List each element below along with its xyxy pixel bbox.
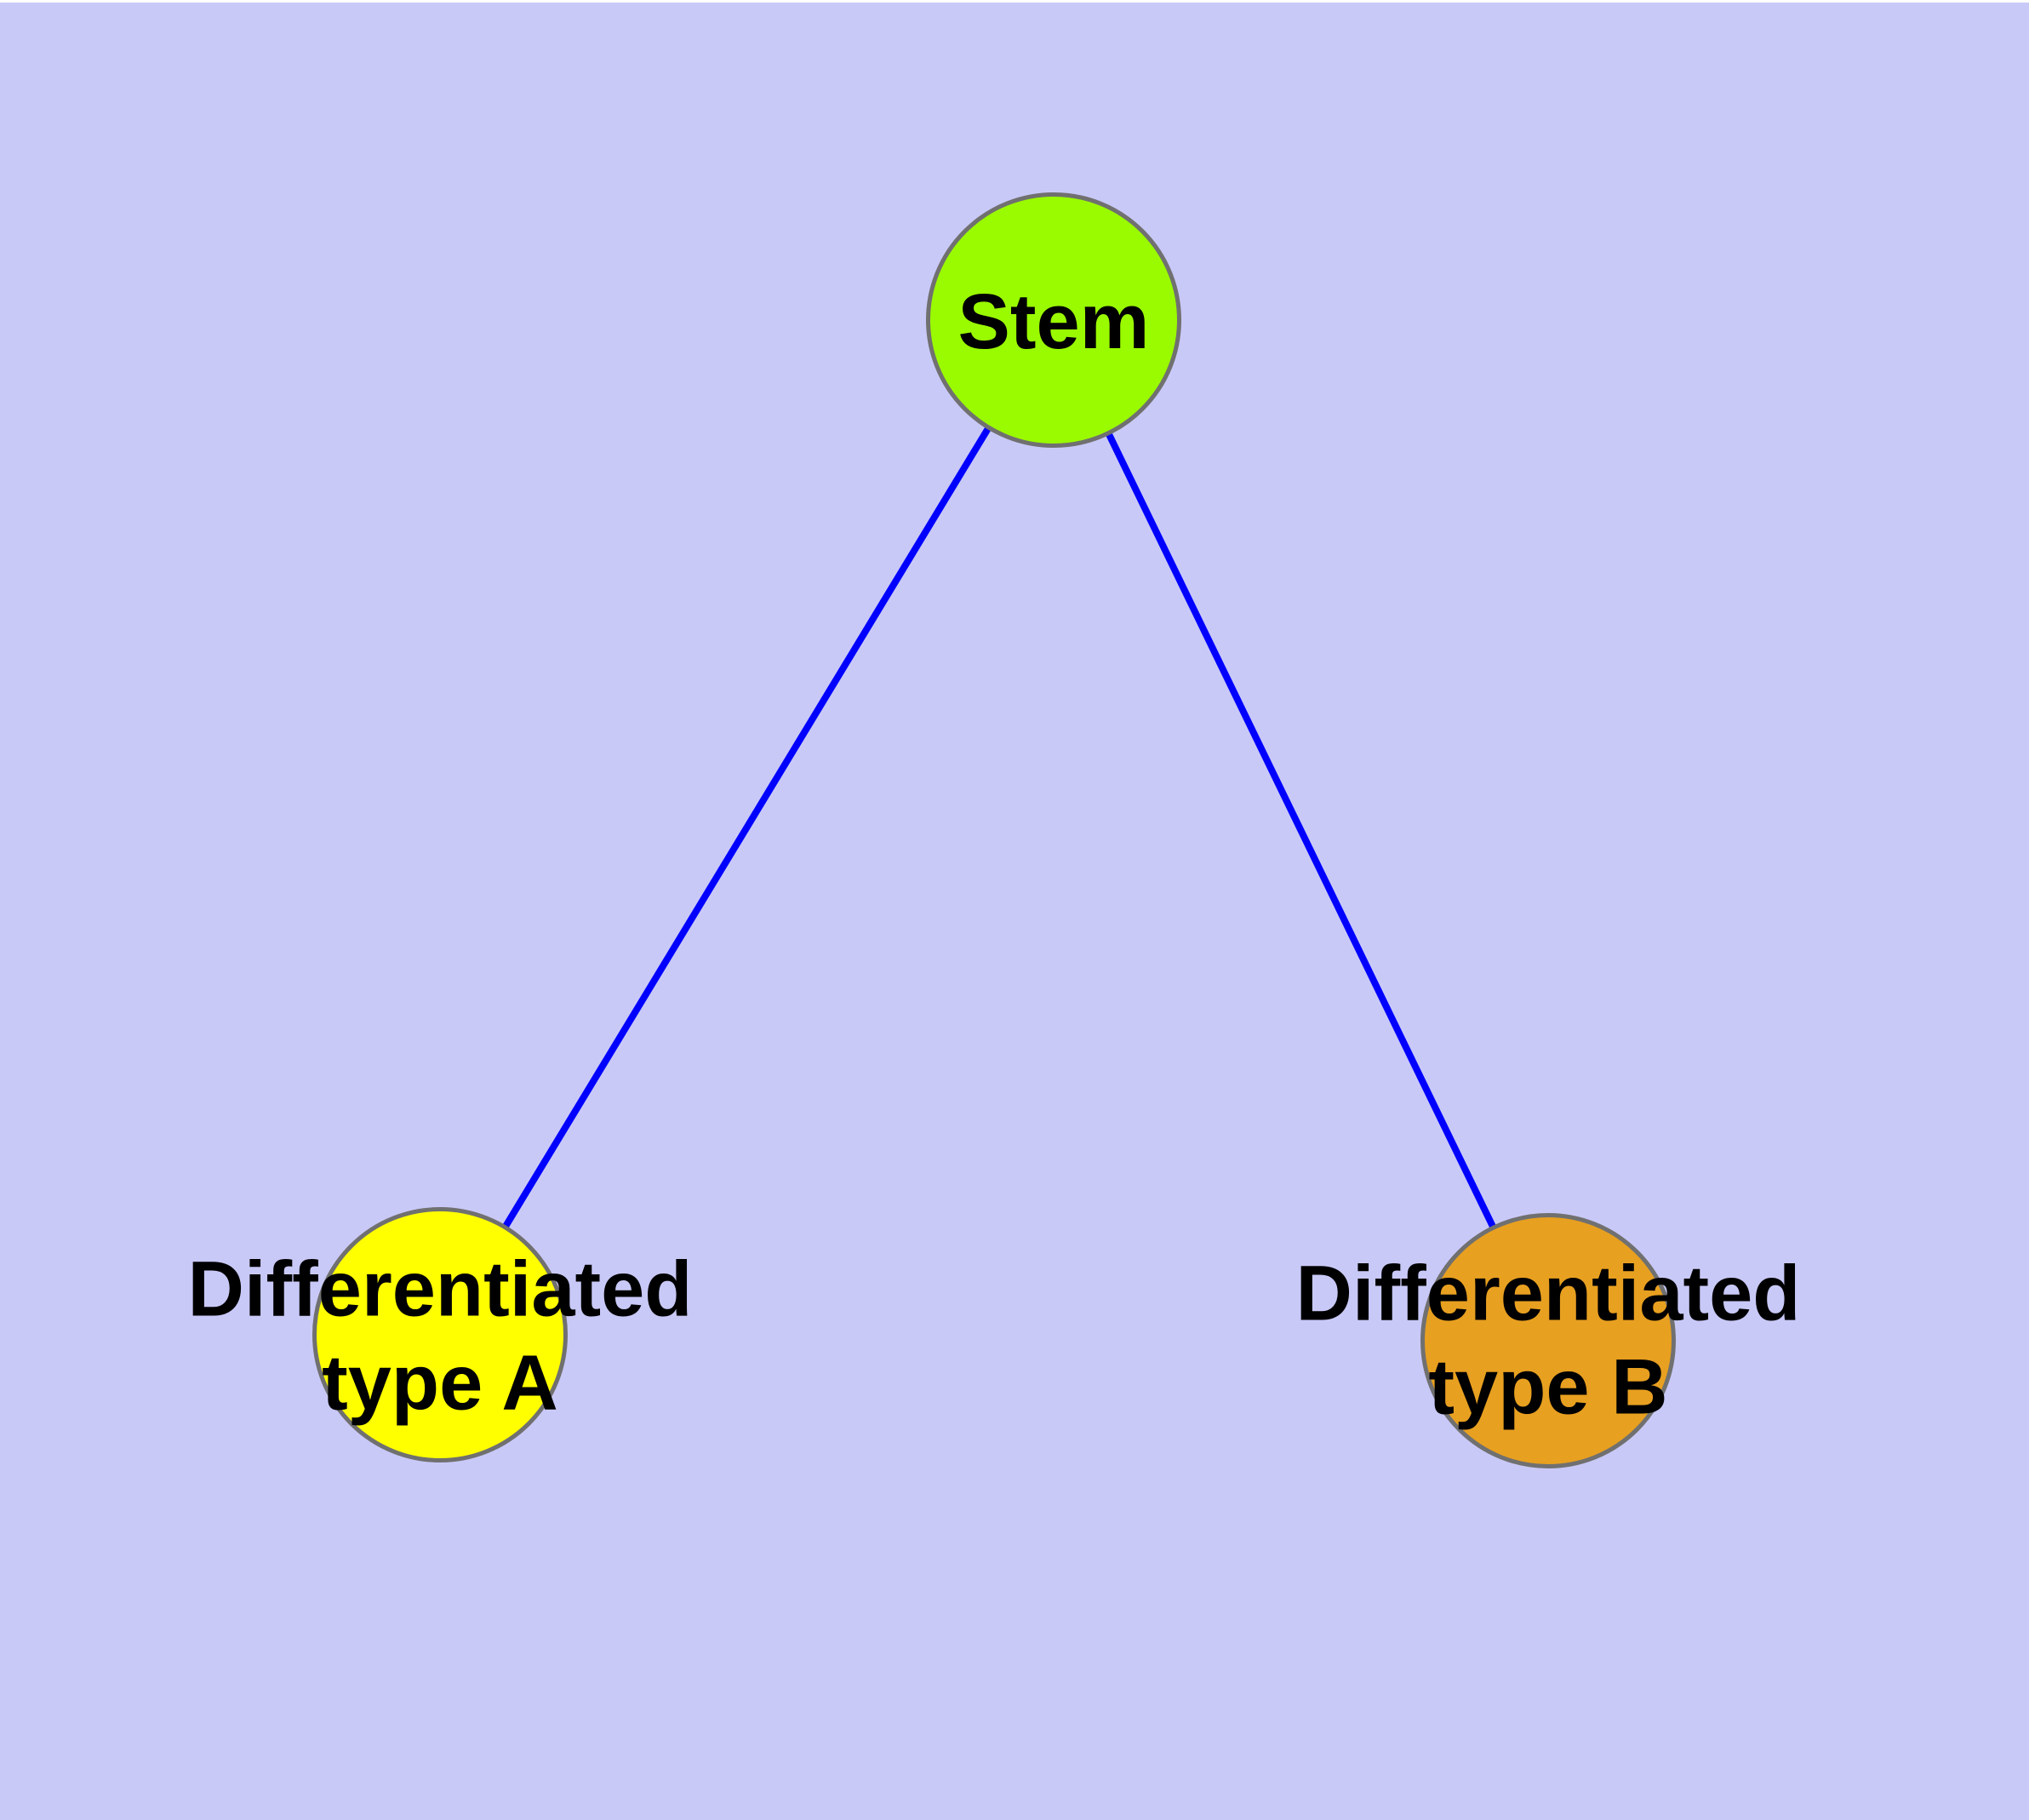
node-type-b-label-line2: type B — [1428, 1344, 1668, 1431]
node-type-b-label: Differentiated type B — [1296, 1247, 1801, 1435]
node-differentiated-type-b — [1420, 1213, 1676, 1468]
node-stem — [926, 192, 1181, 448]
node-differentiated-type-a — [312, 1207, 568, 1462]
node-type-b-label-line1: Differentiated — [1295, 1250, 1801, 1337]
node-type-a-label: Differentiated type A — [188, 1243, 693, 1431]
node-type-a-label-line2: type A — [322, 1340, 558, 1427]
edges-layer — [437, 318, 1552, 1342]
node-type-a-label-line1: Differentiated — [187, 1245, 693, 1333]
node-stem-label: Stem — [957, 278, 1150, 365]
edge-stem-to-type-a — [437, 318, 1057, 1337]
edge-stem-to-type-b — [1050, 318, 1552, 1342]
